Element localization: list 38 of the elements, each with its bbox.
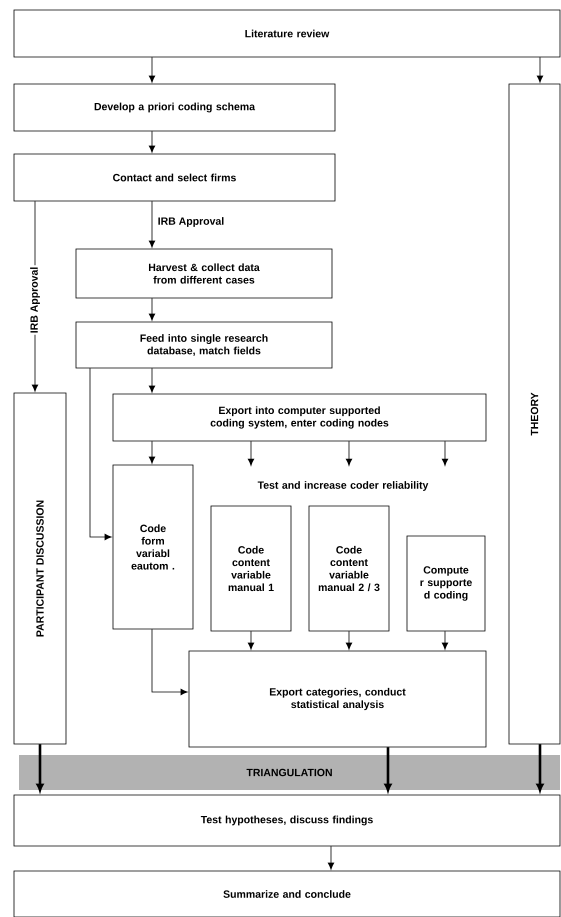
step-text: Test and increase coder reliability xyxy=(258,481,428,491)
process-box: Code content variable manual 2 / 3 xyxy=(308,506,390,632)
process-box: Compute r supporte d coding xyxy=(406,536,486,632)
arrow xyxy=(536,57,544,83)
arrow xyxy=(148,368,156,393)
edge-label: IRB Approval xyxy=(28,265,42,335)
arrow xyxy=(148,131,156,153)
process-box: Literature review xyxy=(14,10,560,58)
arrow xyxy=(248,631,254,650)
vertical-box: PARTICIPANT DISCUSSION xyxy=(14,392,66,744)
arrow xyxy=(90,368,112,540)
arrow xyxy=(328,846,334,870)
thick-arrow xyxy=(36,744,44,792)
arrow xyxy=(442,631,448,650)
triangulation-band: TRIANGULATION xyxy=(19,755,560,790)
arrow xyxy=(442,441,448,466)
arrow xyxy=(148,57,156,83)
process-box: Feed into single research database, match fields xyxy=(76,322,332,368)
process-box: Code form variabl eautom . xyxy=(112,464,194,630)
edge-label: IRB Approval xyxy=(156,216,226,228)
arrow xyxy=(148,441,156,464)
process-box: Develop a priori coding schema xyxy=(14,84,336,132)
process-box: Contact and select firms xyxy=(14,154,336,202)
process-box: Export categories, conduct statistical analysis xyxy=(188,650,486,748)
thick-arrow xyxy=(384,747,392,792)
arrow xyxy=(346,631,352,650)
process-box: Export into computer supported coding system, enter coding nodes xyxy=(112,394,486,442)
arrow xyxy=(248,441,254,466)
process-box: Harvest & collect data from different cases xyxy=(76,248,332,298)
vertical-box: THEORY xyxy=(508,84,560,744)
arrow xyxy=(346,441,352,466)
arrow xyxy=(152,629,188,696)
arrow xyxy=(148,298,156,321)
process-box: Code content variable manual 1 xyxy=(210,506,292,632)
process-box: Test hypotheses, discuss findings xyxy=(14,794,560,846)
thick-arrow xyxy=(536,744,544,792)
process-box: Summarize and conclude xyxy=(14,870,560,917)
arrow xyxy=(148,201,156,248)
